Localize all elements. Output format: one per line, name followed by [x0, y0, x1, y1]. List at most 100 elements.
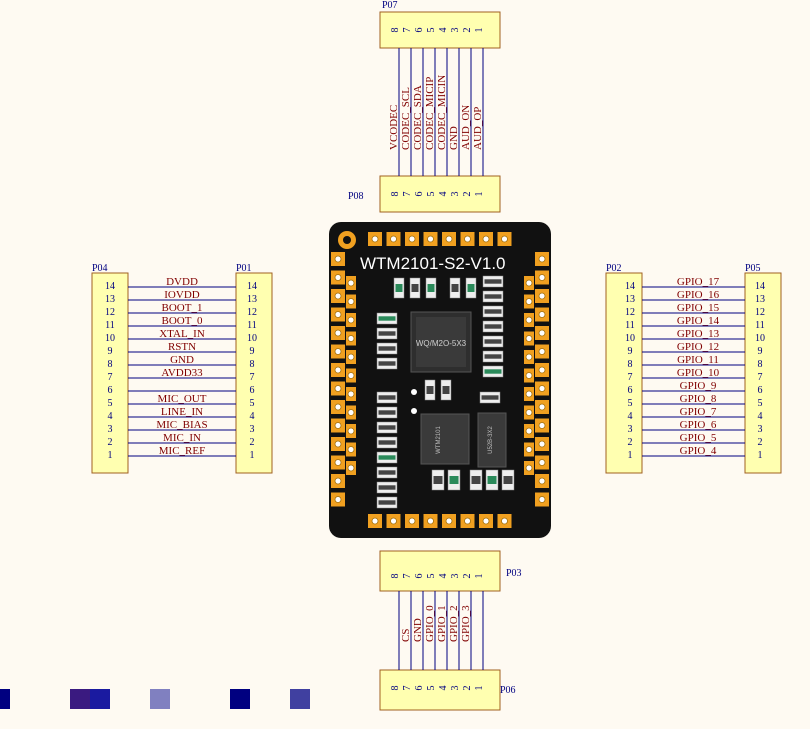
left-net-label: LINE_IN: [161, 406, 203, 418]
p04-pin-number: 4: [108, 411, 113, 422]
p01-pin-number: 7: [250, 372, 255, 383]
p04-pin-number: 3: [108, 424, 113, 435]
p04-pin-number: 6: [108, 385, 113, 396]
p07-pin-number: 8: [390, 28, 401, 33]
right-net-label: GPIO_16: [677, 289, 720, 301]
p04-pin-number: 5: [108, 398, 113, 409]
bottom-net-label: GPIO_0: [424, 605, 436, 642]
p01-pin-number: 2: [250, 437, 255, 448]
p05-pin-number: 6: [758, 385, 763, 396]
p08-pin-number: 7: [402, 192, 413, 197]
bottom-net-label: GND: [412, 618, 424, 642]
p03-pin-number: 4: [438, 574, 449, 579]
left-net-label: DVDD: [166, 276, 198, 288]
p01-pin-number: 14: [247, 281, 257, 292]
p08-pin-number: 6: [414, 192, 425, 197]
p01-pin-number: 4: [250, 411, 255, 422]
p03-pin-number: 5: [426, 574, 437, 579]
right-net-label: GPIO_6: [680, 419, 717, 431]
p01-pin-number: 8: [250, 359, 255, 370]
p01-pin-number: 6: [250, 385, 255, 396]
p07-pin-number: 7: [402, 28, 413, 33]
designator-p07: P07: [382, 0, 398, 11]
left-net-label: GND: [170, 354, 194, 366]
top-net-label: CODEC_SCL: [400, 87, 412, 150]
p08-pin-number: 1: [474, 192, 485, 197]
p02-pin-number: 9: [628, 346, 633, 357]
p07-pin-number: 5: [426, 28, 437, 33]
connector-p02: P02: [605, 263, 643, 474]
p06-pin-number: 5: [426, 686, 437, 691]
p02-pin-number: 10: [625, 333, 635, 344]
p05-pin-number: 7: [758, 372, 763, 383]
p01-pin-number: 12: [247, 307, 257, 318]
bottom-net-label: GPIO_1: [436, 605, 448, 642]
p06-pin-number: 8: [390, 686, 401, 691]
p07-pin-number: 1: [474, 28, 485, 33]
p01-pin-number: 5: [250, 398, 255, 409]
p02-pin-number: 6: [628, 385, 633, 396]
p01-pin-number: 10: [247, 333, 257, 344]
p08-pin-number: 3: [450, 192, 461, 197]
top-net-label: AUD_ON: [460, 105, 472, 150]
p06-pin-number: 7: [402, 686, 413, 691]
p01-pin-number: 3: [250, 424, 255, 435]
p01-pin-number: 1: [250, 450, 255, 461]
left-net-label: MIC_REF: [159, 445, 205, 457]
p05-pin-number: 14: [755, 281, 765, 292]
p05-pin-number: 11: [755, 320, 765, 331]
top-net-label: CODEC_SDA: [412, 85, 424, 150]
p04-pin-number: 14: [105, 281, 115, 292]
pcb-module-render: WTM2101-S2-V1.0 WQ/M2O-5X3 WTM2101 U52B-…: [329, 222, 551, 538]
p02-pin-number: 13: [625, 294, 635, 305]
p06-pin-number: 4: [438, 686, 449, 691]
p05-pin-number: 9: [758, 346, 763, 357]
designator-p06: P06: [500, 685, 516, 696]
designator-p01: P01: [236, 263, 252, 274]
p04-pin-number: 1: [108, 450, 113, 461]
color-swatch: [230, 689, 250, 709]
p08-pin-number: 5: [426, 192, 437, 197]
p03-pin-number: 2: [462, 574, 473, 579]
p07-pin-number: 4: [438, 28, 449, 33]
p02-pin-number: 2: [628, 437, 633, 448]
color-swatches: [0, 689, 310, 709]
right-net-label: GPIO_15: [677, 302, 720, 314]
color-swatch: [150, 689, 170, 709]
p02-pin-number: 12: [625, 307, 635, 318]
p03-pin-number: 8: [390, 574, 401, 579]
p01-pin-number: 11: [247, 320, 257, 331]
designator-p04: P04: [92, 263, 108, 274]
p06-pin-number: 1: [474, 686, 485, 691]
right-net-label: GPIO_8: [680, 393, 717, 405]
color-swatch: [290, 689, 310, 709]
chip-2: WTM2101: [420, 413, 470, 465]
connector-p01: P01: [235, 263, 273, 474]
p06-pin-number: 6: [414, 686, 425, 691]
board-title: WTM2101-S2-V1.0: [360, 254, 506, 273]
main-chip: WQ/M2O-5X3: [410, 311, 472, 373]
p04-pin-number: 12: [105, 307, 115, 318]
p05-pin-number: 10: [755, 333, 765, 344]
p08-pin-number: 2: [462, 192, 473, 197]
designator-p05: P05: [745, 263, 761, 274]
right-net-label: GPIO_12: [677, 341, 719, 353]
chip-3: U52B-3X2: [477, 412, 507, 468]
p03-pin-number: 1: [474, 574, 485, 579]
left-net-label: IOVDD: [164, 289, 199, 301]
p07-pin-number: 2: [462, 28, 473, 33]
p02-pin-number: 11: [625, 320, 635, 331]
p04-pin-number: 2: [108, 437, 113, 448]
p02-pin-number: 1: [628, 450, 633, 461]
p02-pin-number: 5: [628, 398, 633, 409]
designator-p08: P08: [348, 191, 364, 202]
p01-pin-number: 13: [247, 294, 257, 305]
p04-pin-number: 11: [105, 320, 115, 331]
